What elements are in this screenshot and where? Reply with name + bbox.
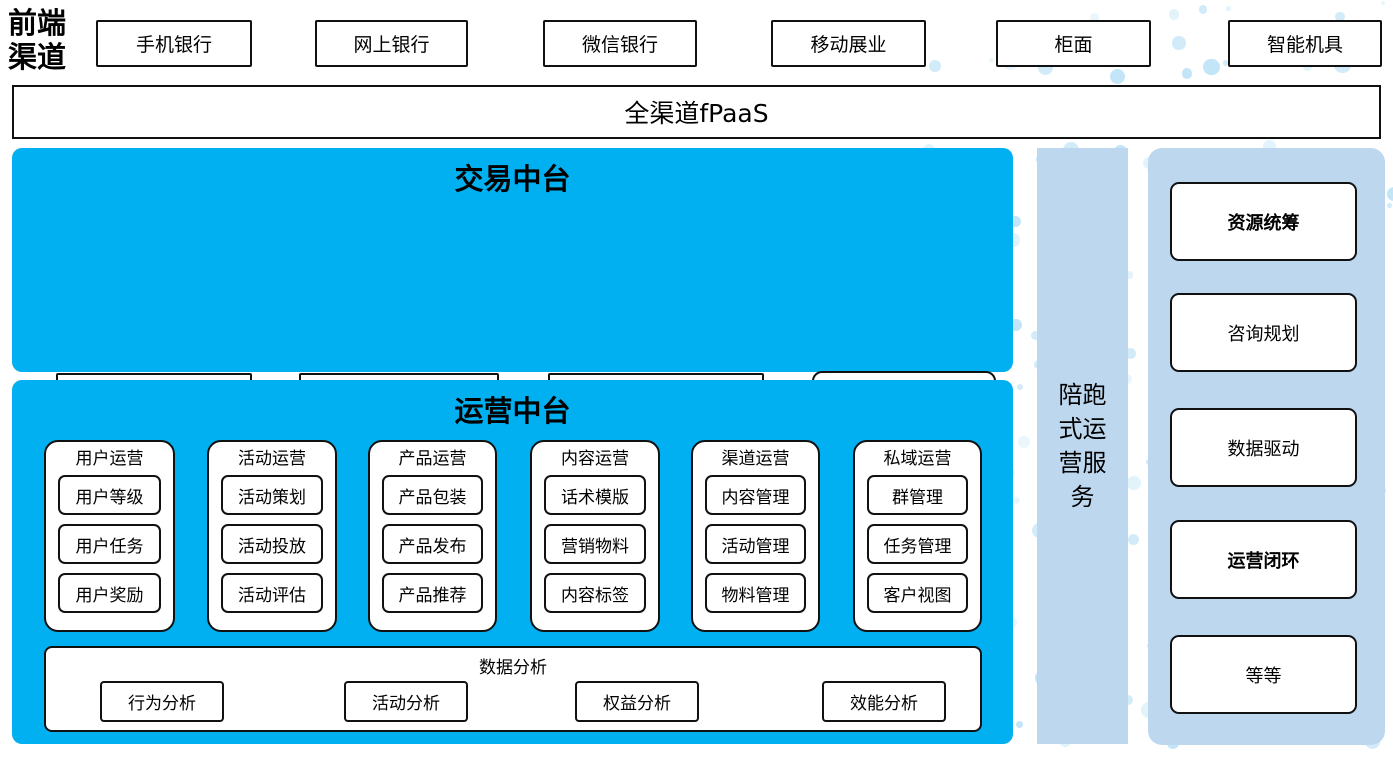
ops-column-channel: 渠道运营 内容管理 活动管理 物料管理 (691, 440, 820, 632)
ops-item: 活动评估 (221, 573, 323, 613)
runner-service-label: 陪跑式运营服务 (1058, 381, 1107, 511)
decorative-dot (1334, 11, 1345, 22)
ops-item: 产品包装 (382, 475, 483, 515)
ops-item: 活动管理 (705, 524, 806, 564)
decorative-dot (1226, 6, 1231, 11)
ops-item: 营销物料 (544, 524, 646, 564)
ops-column-title: 产品运营 (398, 449, 467, 469)
analysis-item-behavior: 行为分析 (100, 681, 224, 722)
ops-item: 话术模版 (544, 475, 646, 515)
channel-box-mobile-marketing: 移动展业 (771, 20, 926, 67)
decorative-dot (1381, 0, 1386, 5)
runner-service-bar: 陪跑式运营服务 (1037, 148, 1128, 744)
decorative-dot (1090, 12, 1100, 22)
data-analysis-title: 数据分析 (479, 658, 547, 678)
decorative-dot (1016, 383, 1023, 390)
ops-item: 用户奖励 (58, 573, 161, 613)
trade-platform-section: 交易中台 用户中心 认证中心 限额中心 合约中心 风控中心 流程中心 场景交易中… (12, 148, 1013, 504)
ops-item: 活动投放 (221, 524, 323, 564)
channel-box-wechat-banking: 微信银行 (543, 20, 697, 67)
ops-item: 活动策划 (221, 475, 323, 515)
data-analysis-box: 数据分析 行为分析 活动分析 权益分析 效能分析 (44, 646, 982, 732)
ops-item: 用户任务 (58, 524, 161, 564)
decorative-dot (1222, 60, 1229, 67)
decorative-dot (1009, 215, 1021, 227)
decorative-dot (1012, 496, 1020, 505)
ops-item: 内容标签 (544, 573, 646, 613)
ops-column-activity: 活动运营 活动策划 活动投放 活动评估 (207, 440, 337, 632)
ops-column-title: 用户运营 (75, 449, 144, 469)
decorative-dot (1127, 534, 1139, 546)
ops-column-product: 产品运营 产品包装 产品发布 产品推荐 (368, 440, 497, 632)
ops-column-title: 私域运营 (883, 449, 952, 469)
ops-column-private-domain: 私域运营 群管理 任务管理 客户视图 (853, 440, 982, 632)
channel-box-mobile-banking: 手机银行 (96, 20, 252, 67)
decorative-dot (1031, 331, 1041, 341)
decorative-dot (988, 58, 994, 64)
ops-platform-title: 运营中台 (454, 394, 571, 428)
ops-column-title: 内容运营 (561, 449, 629, 469)
front-channels-label: 前端渠道 (8, 6, 67, 74)
decorative-dot (1198, 4, 1208, 14)
decorative-dot (1386, 186, 1393, 202)
ops-item: 内容管理 (705, 475, 806, 515)
ops-item: 客户视图 (867, 573, 968, 613)
service-box-consulting: 咨询规划 (1170, 293, 1357, 372)
decorative-dot (1181, 68, 1193, 79)
ops-item: 群管理 (867, 475, 968, 515)
ops-column-title: 渠道运营 (721, 449, 790, 469)
ops-item: 用户等级 (58, 475, 161, 515)
trade-platform-title: 交易中台 (454, 162, 571, 196)
ops-column-title: 活动运营 (238, 449, 306, 469)
ops-column-user: 用户运营 用户等级 用户任务 用户奖励 (44, 440, 175, 632)
service-box-resource-planning: 资源统筹 (1170, 182, 1357, 261)
channel-box-online-banking: 网上银行 (315, 20, 468, 67)
service-box-ops-loop: 运营闭环 (1170, 520, 1357, 599)
decorative-dot (1016, 720, 1024, 728)
service-panel: 资源统筹 咨询规划 数据驱动 运营闭环 等等 (1148, 148, 1385, 745)
service-box-data-driven: 数据驱动 (1170, 408, 1357, 487)
analysis-item-efficiency: 效能分析 (822, 681, 946, 722)
decorative-dot (1168, 9, 1180, 20)
decorative-dot (1172, 36, 1186, 50)
decorative-dot (1110, 69, 1126, 85)
decorative-dot (1125, 271, 1134, 279)
ops-item: 产品推荐 (382, 573, 483, 613)
ops-item: 物料管理 (705, 573, 806, 613)
ops-column-content: 内容运营 话术模版 营销物料 内容标签 (530, 440, 660, 632)
decorative-dot (1126, 475, 1142, 491)
fpaas-bar: 全渠道fPaaS (12, 85, 1381, 139)
decorative-dot (1386, 202, 1392, 208)
ops-item: 产品发布 (382, 524, 483, 564)
decorative-dot (1018, 435, 1031, 448)
channel-box-counter: 柜面 (996, 20, 1151, 67)
ops-item: 任务管理 (867, 524, 968, 564)
decorative-dot (928, 59, 942, 73)
decorative-dot (1125, 348, 1136, 359)
analysis-item-benefit: 权益分析 (575, 681, 699, 722)
decorative-dot (1203, 58, 1220, 76)
analysis-item-activity: 活动分析 (344, 681, 468, 722)
service-box-etc: 等等 (1170, 635, 1357, 714)
channel-box-smart-devices: 智能机具 (1228, 20, 1382, 67)
